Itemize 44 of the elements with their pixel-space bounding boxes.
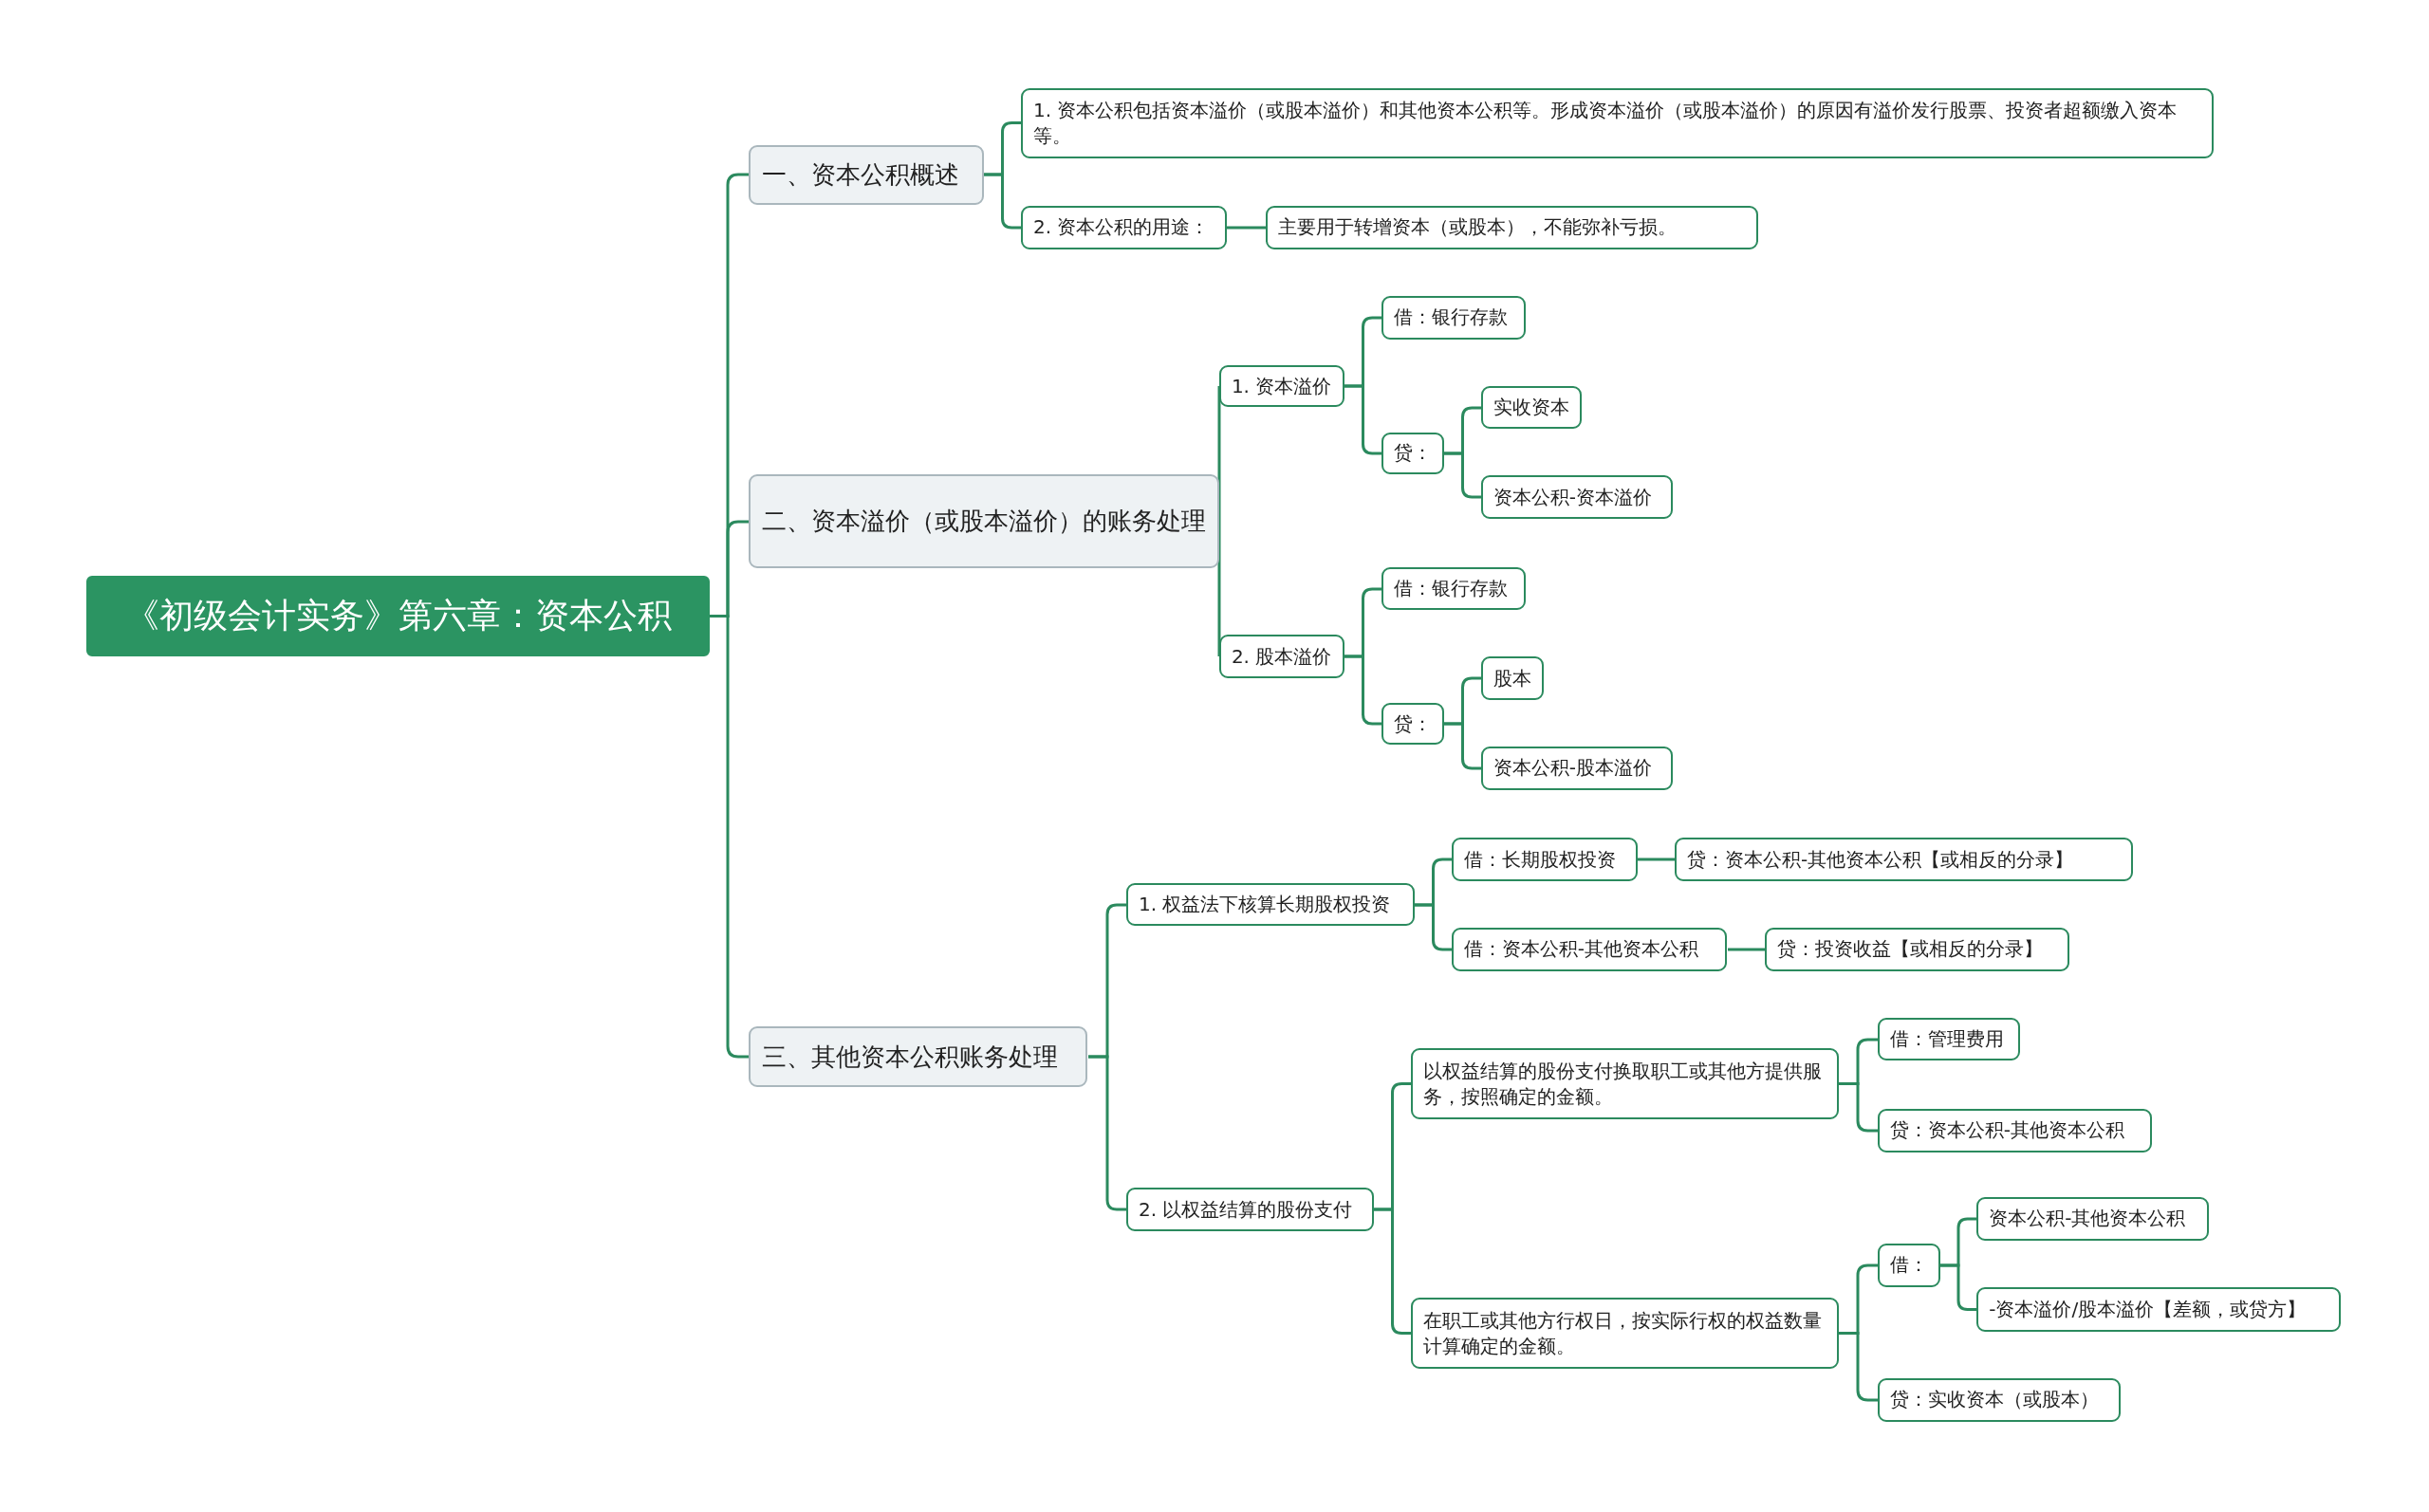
subtopic-box: 以权益结算的股份支付换取职工或其他方提供服务，按照确定的金额。 [1411,1048,1839,1120]
subtopic-box: 借：管理费用 [1877,1017,2020,1061]
subtopic-box: 1. 资本公积包括资本溢价（或股本溢价）和其他资本公积等。形成资本溢价（或股本溢价）的原因有溢价发行股票、投资者超额缴入资本等。 [1020,88,2215,158]
subtopic-box: 2. 股本溢价 [1218,635,1345,679]
connector-line [1088,1055,1126,1211]
connector-line [1444,452,1481,499]
root-topic-box: 《初级会计实务》第六章：资本公积 [86,576,710,657]
topic-box: 二、资本溢价（或股本溢价）的账务处理 [748,473,1219,569]
subtopic-box: -资本溢价/股本溢价【差额，或贷方】 [1976,1286,2341,1333]
subtopic-box: 贷： [1381,432,1445,474]
connector-line [1728,948,1765,951]
subtopic-box: 借：银行存款 [1381,566,1527,611]
topic-box: 三、其他资本公积账务处理 [748,1026,1088,1088]
subtopic-box: 贷：实收资本（或股本） [1877,1378,2122,1422]
topic-box: 一、资本公积概述 [748,145,984,205]
connector-line [1415,903,1452,951]
subtopic-box: 贷： [1381,703,1445,746]
connector-line [1227,226,1266,230]
connector-line [1374,1208,1411,1335]
connector-line [1344,384,1381,455]
connector-line [1444,722,1481,770]
subtopic-box: 1. 权益法下核算长期股权投资 [1125,882,1415,927]
subtopic-box: 资本公积-资本溢价 [1480,475,1674,519]
connector-line [1638,857,1675,861]
subtopic-box: 资本公积-其他资本公积 [1976,1197,2210,1241]
subtopic-box: 2. 以权益结算的股份支付 [1125,1188,1375,1231]
connector-line [1940,1263,1976,1311]
subtopic-box: 资本公积-股本溢价 [1480,746,1674,790]
subtopic-box: 实收资本 [1480,385,1582,430]
connector-line [984,173,1021,230]
subtopic-box: 借： [1877,1244,1940,1287]
subtopic-box: 借：长期股权投资 [1451,838,1638,881]
subtopic-box: 主要用于转增资本（或股本），不能弥补亏损。 [1265,206,1759,249]
connector-line [1344,655,1381,726]
subtopic-box: 1. 资本溢价 [1218,365,1345,408]
subtopic-box: 股本 [1480,656,1544,700]
subtopic-box: 借：资本公积-其他资本公积 [1451,927,1728,971]
subtopic-box: 贷：资本公积-其他资本公积 [1877,1108,2152,1152]
connector-line [709,615,749,1059]
subtopic-box: 2. 资本公积的用途： [1020,206,1228,249]
subtopic-box: 贷：投资收益【或相反的分录】 [1764,927,2070,971]
subtopic-box: 在职工或其他方行权日，按实际行权的权益数量计算确定的金额。 [1411,1298,1839,1370]
subtopic-box: 借：银行存款 [1381,295,1527,340]
subtopic-box: 贷：资本公积-其他资本公积【或相反的分录】 [1674,838,2134,881]
